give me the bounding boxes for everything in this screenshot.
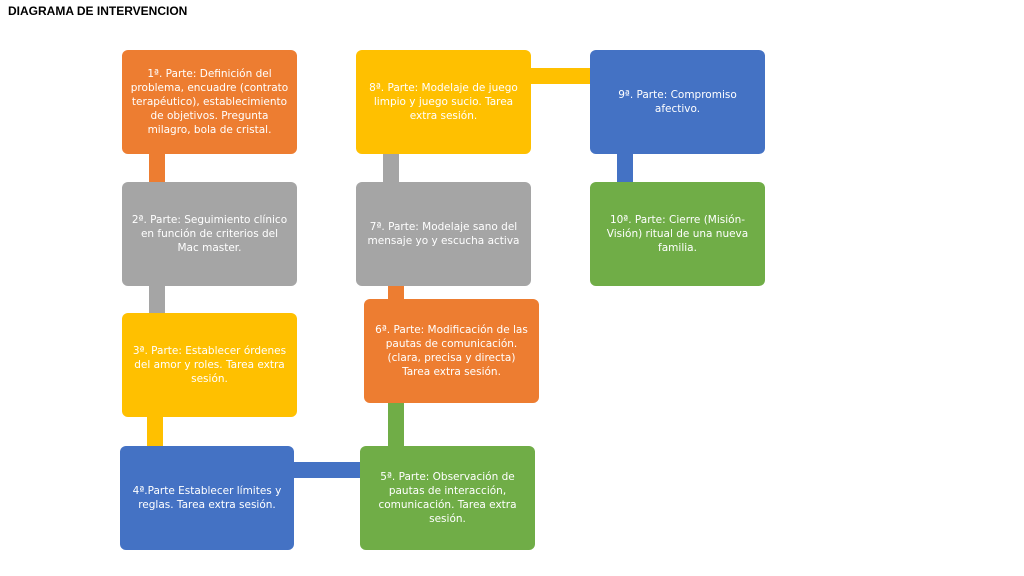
step-9-box: 9ª. Parte: Compromiso afectivo.	[590, 50, 765, 154]
step-10-text: 10ª. Parte: Cierre (Misión-Visión) ritua…	[606, 214, 749, 254]
step-8-text: 8ª. Parte: Modelaje de juego limpio y ju…	[369, 82, 518, 122]
step-7-text: 7ª. Parte: Modelaje sano del mensaje yo …	[367, 221, 520, 247]
step-7-box: 7ª. Parte: Modelaje sano del mensaje yo …	[356, 182, 531, 286]
diagram-title: DIAGRAMA DE INTERVENCION	[8, 4, 188, 18]
step-5-box: 5ª. Parte: Observación de pautas de inte…	[360, 446, 535, 550]
connector-3-4	[147, 414, 163, 450]
connector-9-10	[617, 150, 633, 186]
step-10-box: 10ª. Parte: Cierre (Misión-Visión) ritua…	[590, 182, 765, 286]
step-4-box: 4ª.Parte Establecer límites y reglas. Ta…	[120, 446, 294, 550]
step-6-text: 6ª. Parte: Modificación de las pautas de…	[375, 324, 528, 378]
connector-1-2	[149, 150, 165, 186]
step-9-text: 9ª. Parte: Compromiso afectivo.	[618, 89, 737, 115]
step-3-box: 3ª. Parte: Establecer órdenes del amor y…	[122, 313, 297, 417]
step-8-box: 8ª. Parte: Modelaje de juego limpio y ju…	[356, 50, 531, 154]
connector-5-6	[388, 400, 404, 450]
step-6-box: 6ª. Parte: Modificación de las pautas de…	[364, 299, 539, 403]
step-2-box: 2ª. Parte: Seguimiento clínico en funció…	[122, 182, 297, 286]
connector-8-9	[528, 68, 594, 84]
step-4-text: 4ª.Parte Establecer límites y reglas. Ta…	[132, 485, 282, 511]
step-2-text: 2ª. Parte: Seguimiento clínico en funció…	[131, 214, 288, 254]
step-3-text: 3ª. Parte: Establecer órdenes del amor y…	[132, 345, 287, 385]
connector-4-5	[290, 462, 364, 478]
step-1-text: 1ª. Parte: Definición del problema, encu…	[130, 68, 289, 136]
step-1-box: 1ª. Parte: Definición del problema, encu…	[122, 50, 297, 154]
connector-6-7	[388, 283, 404, 303]
connector-2-3	[149, 283, 165, 317]
step-5-text: 5ª. Parte: Observación de pautas de inte…	[378, 471, 517, 525]
connector-7-8	[383, 150, 399, 186]
